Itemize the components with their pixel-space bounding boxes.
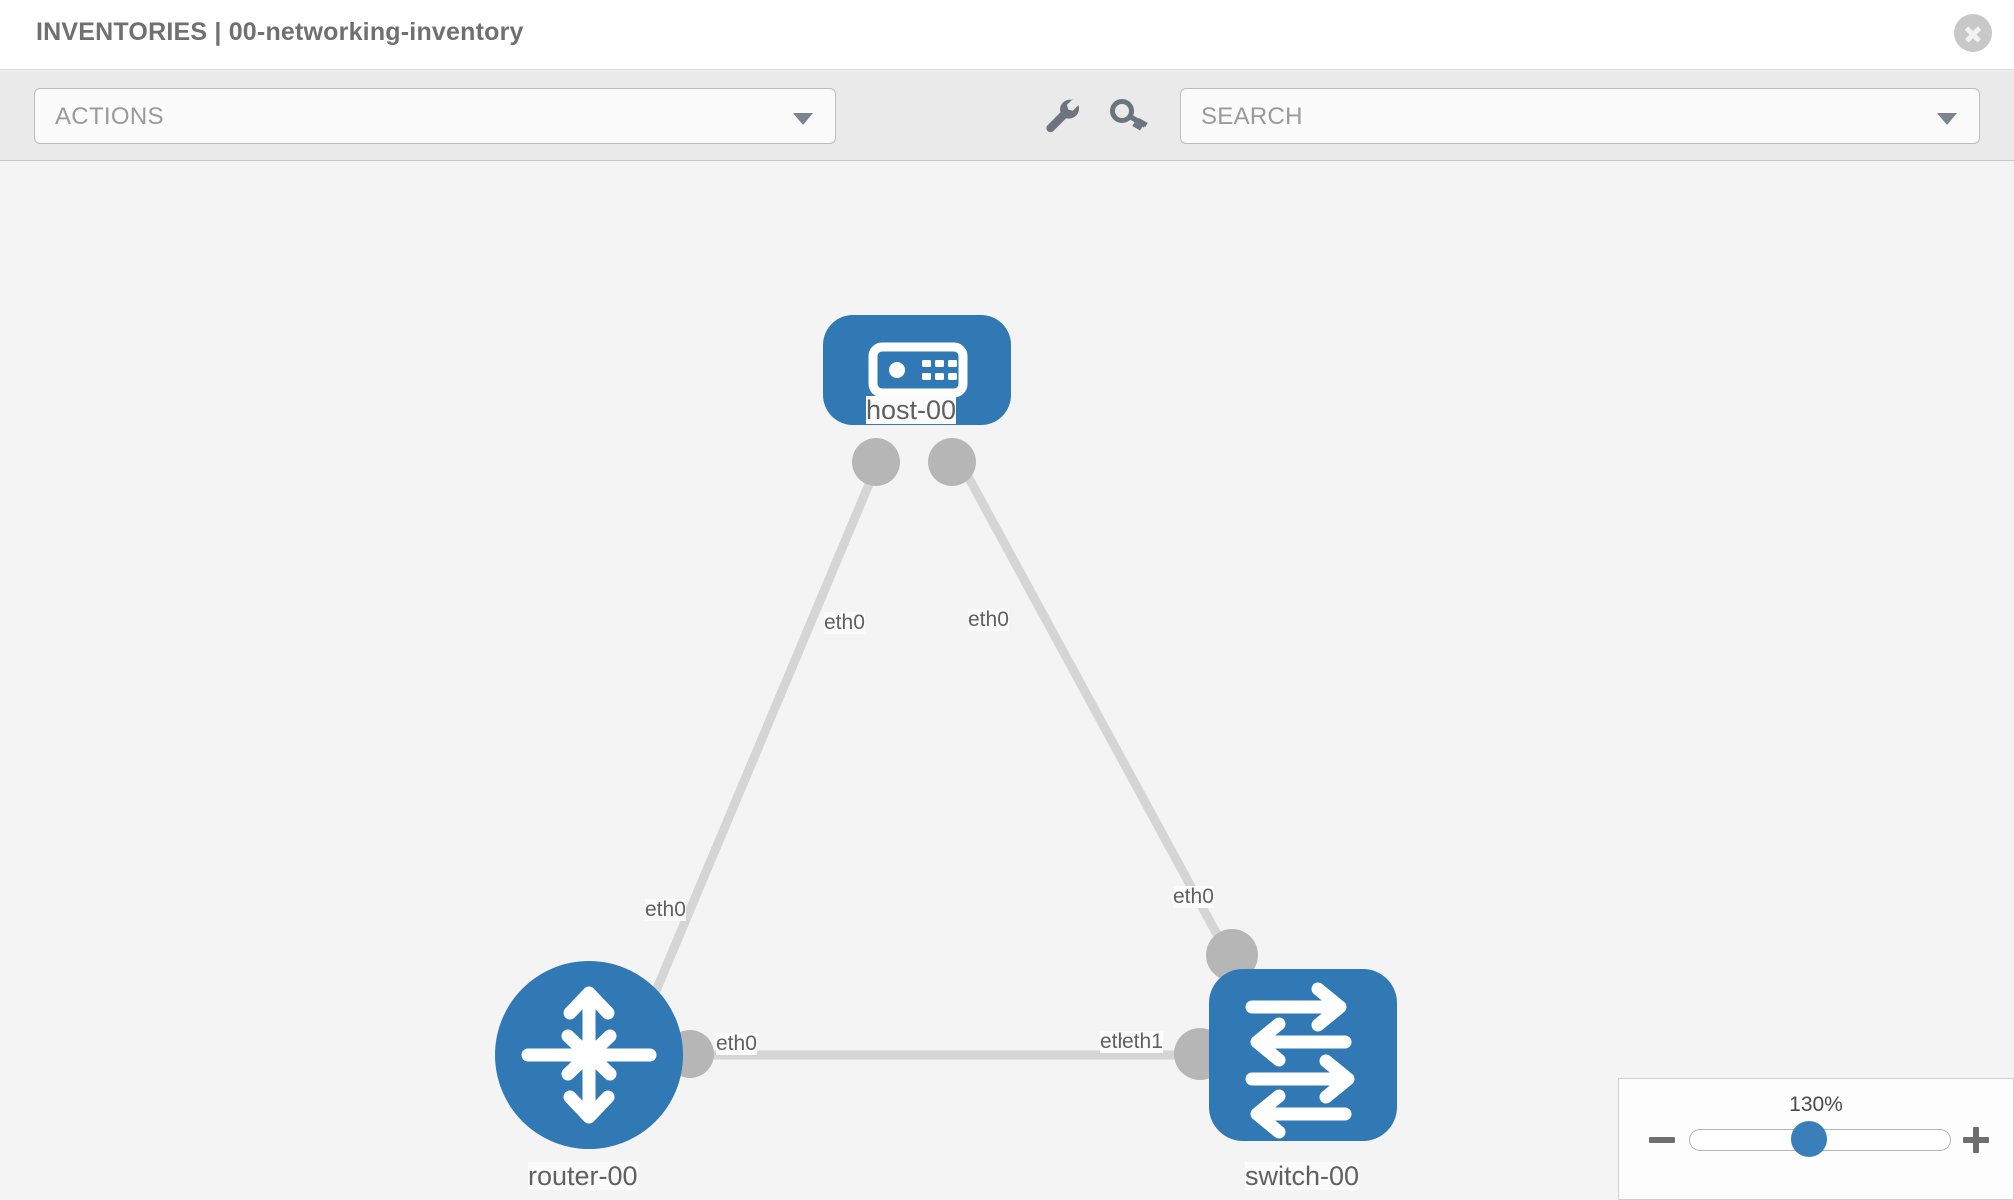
page-header: INVENTORIES | 00-networking-inventory	[0, 0, 2014, 70]
topology-graph	[495, 315, 1397, 1149]
topology-canvas[interactable]: host-00 router-00 switch-00 eth0 eth0 et…	[0, 162, 2014, 1200]
switch-arrows-icon	[1245, 982, 1355, 1139]
interface-stub	[1206, 929, 1258, 981]
search-placeholder: SEARCH	[1201, 103, 1303, 130]
interface-label-overlapped-eth0: eth	[1100, 1030, 1130, 1054]
chevron-down-icon	[793, 113, 813, 125]
page-title: INVENTORIES | 00-networking-inventory	[36, 18, 524, 46]
key-icon[interactable]	[1108, 96, 1152, 138]
edge-host00-switch00	[953, 453, 1237, 967]
interface-stub	[928, 438, 976, 486]
interface-label-router00-eth0: eth0	[716, 1032, 757, 1056]
interface-label-host00-left: eth0	[824, 611, 865, 635]
wrench-icon[interactable]	[1040, 96, 1084, 138]
interface-label-switch00-eth1: eth1	[1122, 1030, 1163, 1054]
close-icon[interactable]	[1954, 14, 1992, 52]
server-device-icon	[868, 342, 968, 398]
edge-host00-router00	[640, 453, 885, 1022]
interface-label-switch00-uplink: eth0	[1173, 885, 1214, 909]
topology-edges	[640, 453, 1237, 1060]
minus-icon[interactable]	[1647, 1125, 1677, 1155]
zoom-control-panel: 130%	[1618, 1078, 2014, 1200]
actions-dropdown[interactable]: ACTIONS	[34, 88, 836, 144]
interface-label-router00-uplink: eth0	[645, 898, 686, 922]
node-router-00	[495, 961, 683, 1149]
zoom-slider-thumb[interactable]	[1791, 1121, 1827, 1157]
actions-dropdown-label: ACTIONS	[55, 103, 164, 130]
zoom-percent-label: 130%	[1789, 1093, 1843, 1116]
search-input[interactable]: SEARCH	[1180, 88, 1980, 144]
toolbar: ACTIONS SEARCH	[0, 71, 2014, 161]
plus-icon[interactable]	[1961, 1125, 1991, 1155]
interface-label-host00-right: eth0	[968, 608, 1009, 632]
interface-stub	[852, 438, 900, 486]
chevron-down-icon	[1937, 113, 1957, 125]
node-label-host-00: host-00	[866, 395, 957, 425]
node-label-router-00: router-00	[528, 1161, 638, 1191]
node-label-switch-00: switch-00	[1245, 1161, 1360, 1191]
router-arrows-icon	[521, 986, 657, 1124]
node-switch-00	[1209, 969, 1397, 1141]
